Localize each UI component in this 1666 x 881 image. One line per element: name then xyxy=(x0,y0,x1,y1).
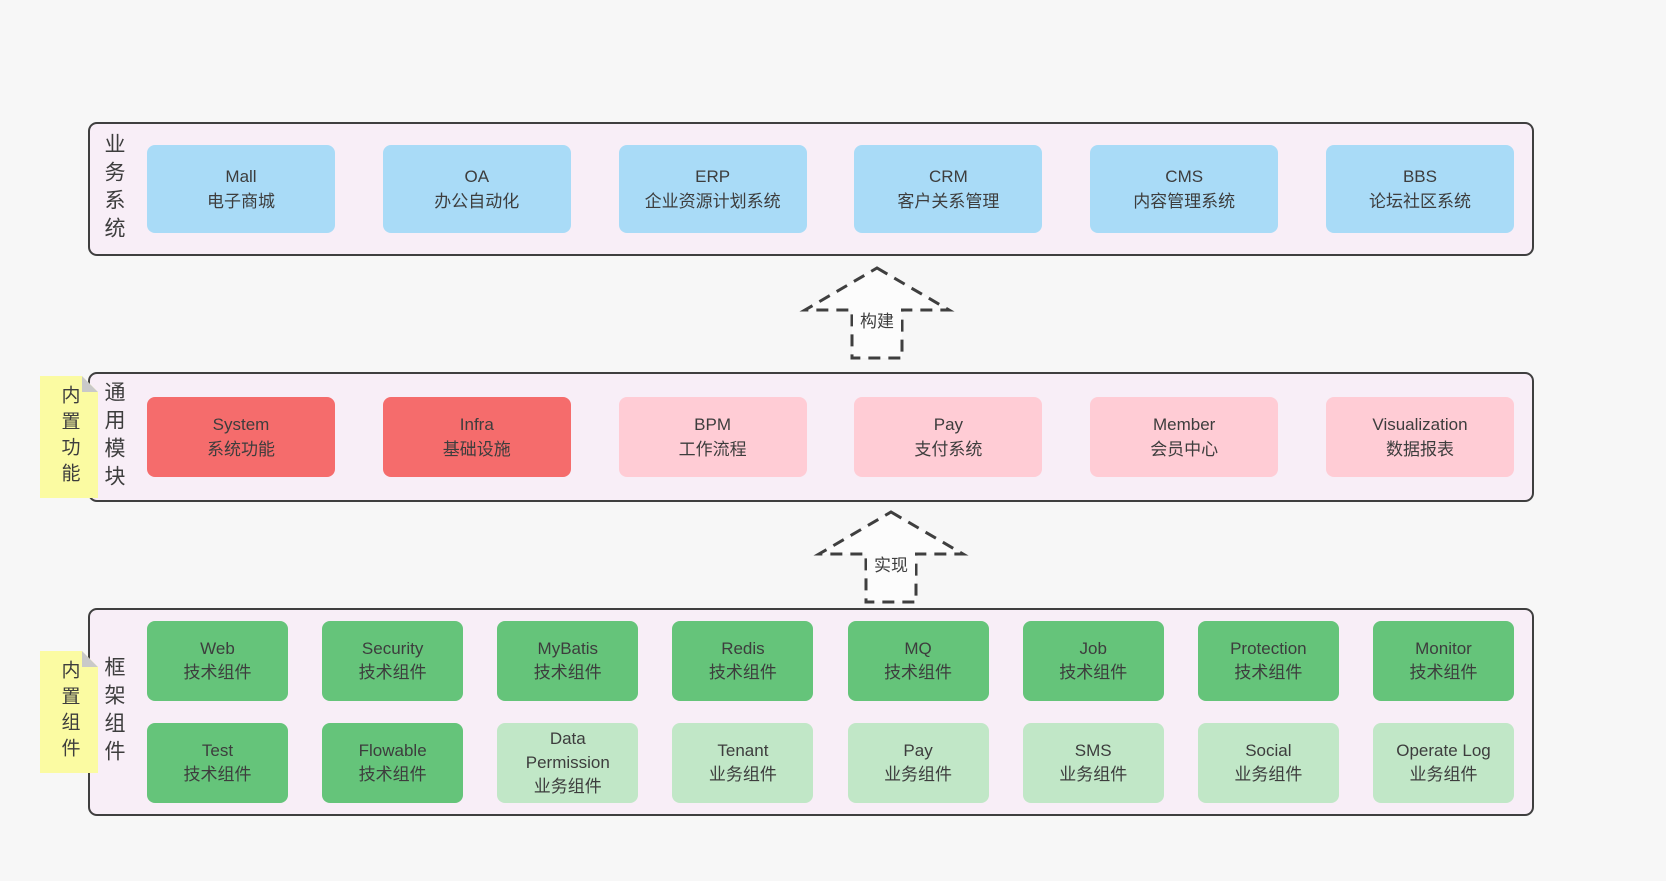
node-visualization: Visualization 数据报表 xyxy=(1325,397,1514,477)
node-row: Test 技术组件 Flowable 技术组件 Data Permission 业务… xyxy=(147,723,1514,803)
layer-common-modules-label: 通用模块 xyxy=(102,381,125,493)
node-operate-log: Operate Log 业务组件 xyxy=(1372,723,1514,803)
node-security: Security 技术组件 xyxy=(322,621,464,701)
node-monitor: Monitor 技术组件 xyxy=(1372,621,1514,701)
node-erp: ERP 企业资源计划系统 xyxy=(618,145,807,233)
layer-business-systems-label: 业务系统 xyxy=(102,133,125,245)
node-row: Mall 电子商城 OA 办公自动化 ERP 企业资源计划系统 CRM 客户关系管理 C… xyxy=(147,145,1514,233)
node-crm: CRM 客户关系管理 xyxy=(854,145,1043,233)
node-cms: CMS 内容管理系统 xyxy=(1090,145,1279,233)
node-bbs: BBS 论坛社区系统 xyxy=(1325,145,1514,233)
layer-common-modules: 通用模块 System 系统功能 Infra 基础设施 BPM 工作流程 Pay 支付… xyxy=(88,372,1534,502)
node-oa: OA 办公自动化 xyxy=(382,145,571,233)
sticky-note-built-in-components-label: 内置组件 xyxy=(58,660,80,764)
node-pay: Pay 业务组件 xyxy=(847,723,989,803)
sticky-note-built-in-features-label: 内置功能 xyxy=(58,385,80,489)
layer-business-systems: 业务系统 Mall 电子商城 OA 办公自动化 ERP 企业资源计划系统 CRM 客户… xyxy=(88,122,1534,256)
node-bpm: BPM 工作流程 xyxy=(618,397,807,477)
layer-framework-components-label: 框架组件 xyxy=(102,656,125,768)
node-member: Member 会员中心 xyxy=(1090,397,1279,477)
build-arrow-label: 构建 xyxy=(860,312,894,331)
node-mybatis: MyBatis 技术组件 xyxy=(497,621,639,701)
node-social: Social 业务组件 xyxy=(1197,723,1339,803)
node-mall: Mall 电子商城 xyxy=(147,145,335,233)
business-systems-nodes: Mall 电子商城 OA 办公自动化 ERP 企业资源计划系统 CRM 客户关系管理 C… xyxy=(147,124,1514,254)
build-arrow-up: 构建 xyxy=(799,266,955,360)
framework-components-nodes: Web 技术组件 Security 技术组件 MyBatis 技术组件 Redis 技… xyxy=(147,610,1514,814)
node-system: System 系统功能 xyxy=(147,397,335,477)
sticky-note-built-in-features: 内置功能 xyxy=(40,376,98,498)
implement-arrow-label: 实现 xyxy=(874,556,908,575)
node-infra: Infra 基础设施 xyxy=(382,397,571,477)
common-modules-nodes: System 系统功能 Infra 基础设施 BPM 工作流程 Pay 支付系统 Mem… xyxy=(147,374,1514,500)
node-tenant: Tenant 业务组件 xyxy=(672,723,814,803)
node-pay: Pay 支付系统 xyxy=(854,397,1043,477)
node-protection: Protection 技术组件 xyxy=(1197,621,1339,701)
node-row: Web 技术组件 Security 技术组件 MyBatis 技术组件 Redis 技… xyxy=(147,621,1514,701)
node-job: Job 技术组件 xyxy=(1022,621,1164,701)
node-redis: Redis 技术组件 xyxy=(672,621,814,701)
implement-arrow-up: 实现 xyxy=(813,510,969,604)
node-web: Web 技术组件 xyxy=(147,621,288,701)
node-sms: SMS 业务组件 xyxy=(1022,723,1164,803)
node-mq: MQ 技术组件 xyxy=(847,621,989,701)
node-flowable: Flowable 技术组件 xyxy=(322,723,464,803)
sticky-note-built-in-components: 内置组件 xyxy=(40,651,98,773)
layer-framework-components: 框架组件 Web 技术组件 Security 技术组件 MyBatis 技术组件 Re… xyxy=(88,608,1534,816)
arrow-label-backdrop xyxy=(853,306,901,332)
arrow-label-backdrop xyxy=(867,550,915,576)
node-data-permission: Data Permission 业务组件 xyxy=(497,723,639,803)
node-row: System 系统功能 Infra 基础设施 BPM 工作流程 Pay 支付系统 Mem… xyxy=(147,397,1514,477)
node-test: Test 技术组件 xyxy=(147,723,288,803)
